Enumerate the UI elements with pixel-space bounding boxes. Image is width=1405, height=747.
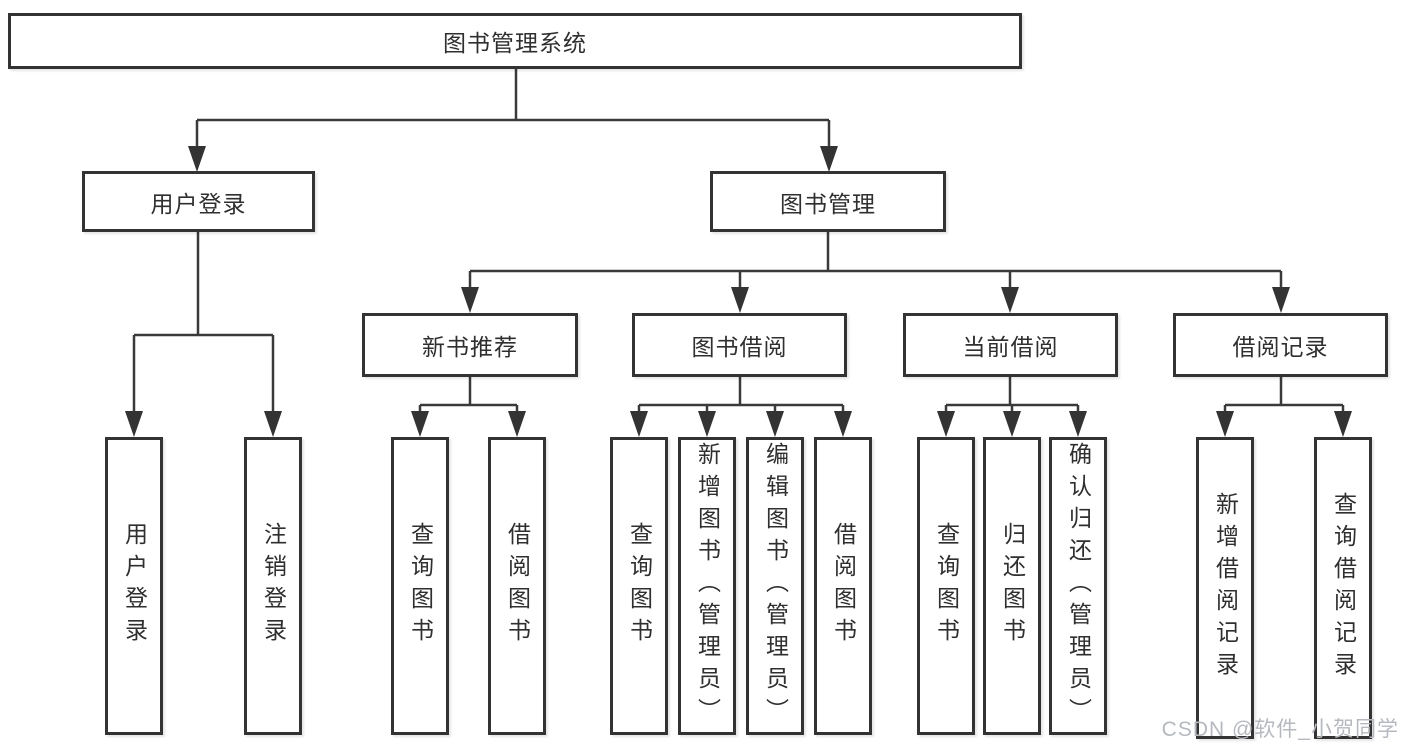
node-book-borrow: 图书借阅	[632, 313, 847, 377]
leaf-current-query: 查询图书	[917, 437, 975, 735]
node-user-login: 用户登录	[82, 171, 315, 232]
arrowheads	[125, 146, 1352, 437]
leaf-borrow-borrow: 借阅图书	[814, 437, 872, 735]
leaf-borrow-edit-admin: 编辑图书（管理员）	[746, 437, 804, 735]
leaf-logout: 注销登录	[244, 437, 302, 735]
node-root-label: 图书管理系统	[443, 30, 587, 56]
node-book-management: 图书管理	[710, 171, 946, 232]
node-book-borrow-label: 图书借阅	[691, 334, 788, 360]
node-new-book-recommend-label: 新书推荐	[422, 334, 518, 360]
leaf-current-query-label: 查询图书	[933, 522, 960, 650]
leaf-borrow-borrow-label: 借阅图书	[830, 522, 857, 650]
leaf-current-return-label: 归还图书	[999, 522, 1026, 650]
node-new-book-recommend: 新书推荐	[362, 313, 578, 377]
node-current-borrow-label: 当前借阅	[962, 334, 1059, 360]
leaf-record-query: 查询借阅记录	[1314, 437, 1372, 739]
leaf-record-add: 新增借阅记录	[1196, 437, 1254, 739]
node-book-management-label: 图书管理	[780, 190, 876, 217]
node-borrow-record-label: 借阅记录	[1232, 334, 1329, 360]
node-current-borrow: 当前借阅	[903, 313, 1118, 377]
csdn-watermark: CSDN @软件_小贺同学	[1161, 718, 1399, 741]
leaf-borrow-add-admin-label: 新增图书（管理员）	[694, 442, 721, 730]
leaf-newbook-query-label: 查询图书	[407, 522, 434, 650]
leaf-borrow-query: 查询图书	[610, 437, 668, 735]
node-user-login-label: 用户登录	[150, 190, 247, 217]
leaf-newbook-query: 查询图书	[391, 437, 449, 735]
leaf-record-query-label: 查询借阅记录	[1330, 492, 1357, 684]
leaf-record-add-label: 新增借阅记录	[1212, 492, 1239, 684]
leaf-current-confirm-admin: 确认归还（管理员）	[1049, 437, 1107, 735]
leaf-newbook-borrow: 借阅图书	[488, 437, 546, 735]
node-root: 图书管理系统	[8, 13, 1022, 69]
leaf-logout-label: 注销登录	[260, 522, 287, 650]
leaf-current-return: 归还图书	[983, 437, 1041, 735]
leaf-user-login: 用户登录	[105, 437, 163, 735]
node-borrow-record: 借阅记录	[1173, 313, 1388, 377]
leaf-borrow-add-admin: 新增图书（管理员）	[678, 437, 736, 735]
leaf-user-login-label: 用户登录	[121, 522, 148, 650]
leaf-borrow-query-label: 查询图书	[626, 522, 653, 650]
leaf-newbook-borrow-label: 借阅图书	[504, 522, 531, 650]
leaf-borrow-edit-admin-label: 编辑图书（管理员）	[762, 442, 789, 730]
leaf-current-confirm-admin-label: 确认归还（管理员）	[1065, 442, 1092, 730]
